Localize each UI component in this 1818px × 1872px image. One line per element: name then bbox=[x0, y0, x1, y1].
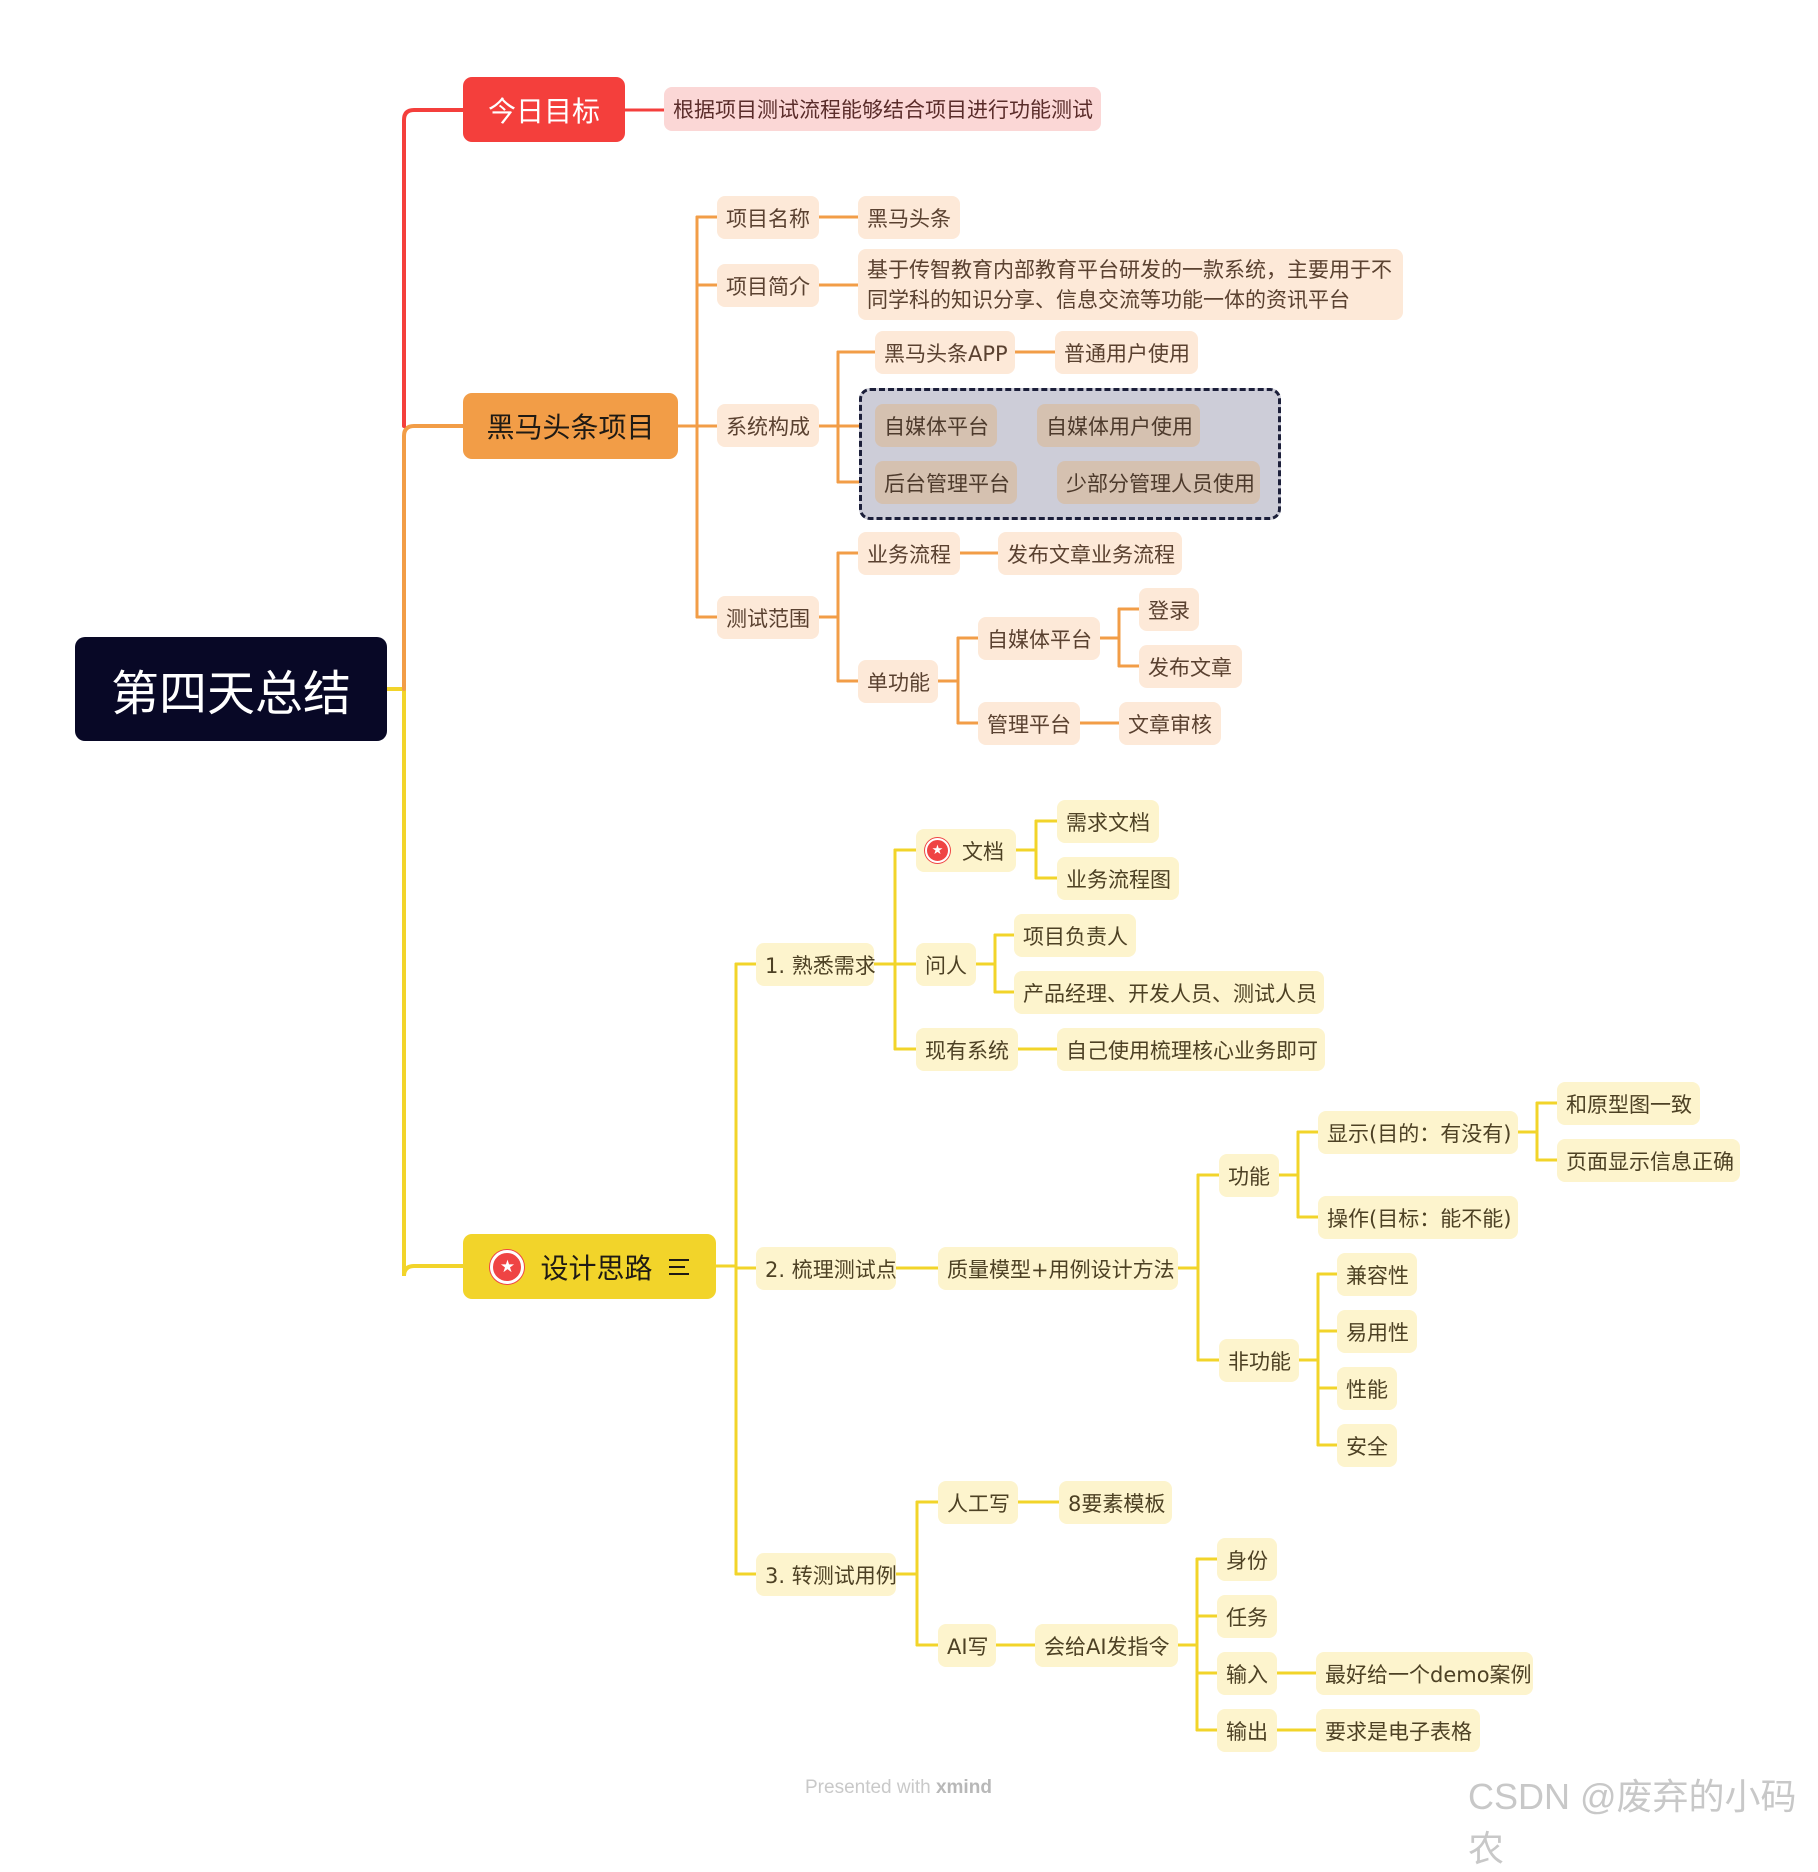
watermark: CSDN @废弃的小码农 bbox=[1468, 1776, 1797, 1869]
nonfunctional-usability[interactable]: 易用性 bbox=[1337, 1310, 1417, 1353]
manual-template[interactable]: 8要素模板 bbox=[1059, 1481, 1172, 1524]
scope-single[interactable]: 单功能 bbox=[858, 660, 938, 703]
display-info[interactable]: 页面显示信息正确 bbox=[1557, 1139, 1740, 1182]
step1-ask[interactable]: 问人 bbox=[916, 943, 976, 986]
goal-link bbox=[402, 108, 465, 428]
docs-requirements[interactable]: 需求文档 bbox=[1057, 800, 1159, 843]
project-link bbox=[402, 424, 465, 691]
system-label[interactable]: 系统构成 bbox=[717, 404, 819, 447]
notes-icon bbox=[668, 1258, 689, 1275]
scope-business[interactable]: 业务流程 bbox=[858, 532, 960, 575]
star-icon: ★ bbox=[490, 1249, 525, 1284]
step3-label[interactable]: 3. 转测试用例 bbox=[756, 1553, 897, 1596]
step1-docs-label: 文档 bbox=[962, 839, 1004, 864]
functional-operate[interactable]: 操作(目标：能不能) bbox=[1318, 1196, 1518, 1239]
ai-output[interactable]: 输出 bbox=[1217, 1709, 1277, 1752]
step1-label[interactable]: 1. 熟悉需求 bbox=[756, 943, 876, 986]
topic-design[interactable]: ★ 设计思路 bbox=[463, 1234, 716, 1299]
credit-brand: xmind bbox=[935, 1777, 992, 1798]
nonfunctional-performance[interactable]: 性能 bbox=[1337, 1367, 1397, 1410]
functional-display[interactable]: 显示(目的：有没有) bbox=[1318, 1111, 1518, 1154]
step2-functional[interactable]: 功能 bbox=[1219, 1154, 1279, 1197]
docs-flowchart[interactable]: 业务流程图 bbox=[1057, 857, 1179, 900]
system-admin-user[interactable]: 少部分管理人员使用 bbox=[1057, 461, 1260, 504]
step3-ai[interactable]: AI写 bbox=[938, 1624, 996, 1667]
ask-owner[interactable]: 项目负责人 bbox=[1014, 914, 1136, 957]
project-name-label[interactable]: 项目名称 bbox=[717, 196, 819, 239]
step2-method[interactable]: 质量模型+用例设计方法 bbox=[938, 1247, 1178, 1290]
step3-manual[interactable]: 人工写 bbox=[938, 1481, 1018, 1524]
single-media-login[interactable]: 登录 bbox=[1139, 588, 1199, 631]
ai-instruction[interactable]: 会给AI发指令 bbox=[1035, 1624, 1178, 1667]
topic-today-goal[interactable]: 今日目标 bbox=[463, 77, 625, 142]
step2-label[interactable]: 2. 梳理测试点 bbox=[756, 1247, 897, 1290]
nonfunctional-security[interactable]: 安全 bbox=[1337, 1424, 1397, 1467]
single-media[interactable]: 自媒体平台 bbox=[978, 617, 1100, 660]
existing-note[interactable]: 自己使用梳理核心业务即可 bbox=[1057, 1028, 1325, 1071]
display-prototype[interactable]: 和原型图一致 bbox=[1557, 1082, 1700, 1125]
ai-input-note[interactable]: 最好给一个demo案例 bbox=[1316, 1652, 1533, 1695]
ask-team[interactable]: 产品经理、开发人员、测试人员 bbox=[1014, 971, 1324, 1014]
goal-item[interactable]: 根据项目测试流程能够结合项目进行功能测试 bbox=[664, 87, 1101, 131]
system-app[interactable]: 黑马头条APP bbox=[875, 331, 1015, 374]
presented-with-credit: Presented with xmind bbox=[805, 1777, 992, 1799]
ai-input[interactable]: 输入 bbox=[1217, 1652, 1277, 1695]
scope-label[interactable]: 测试范围 bbox=[717, 596, 819, 639]
project-name-value[interactable]: 黑马头条 bbox=[858, 196, 960, 239]
system-media[interactable]: 自媒体平台 bbox=[875, 404, 997, 447]
single-admin[interactable]: 管理平台 bbox=[978, 702, 1080, 745]
mind-map-canvas: 第四天总结 今日目标 根据项目测试流程能够结合项目进行功能测试 黑马头条项目 项… bbox=[75, 77, 1797, 1869]
single-media-publish[interactable]: 发布文章 bbox=[1139, 645, 1242, 688]
step1-docs[interactable]: ★ 文档 bbox=[916, 829, 1016, 872]
project-intro-value[interactable]: 基于传智教育内部教育平台研发的一款系统，主要用于不同学科的知识分享、信息交流等功… bbox=[858, 249, 1403, 320]
project-intro-label[interactable]: 项目简介 bbox=[717, 264, 819, 307]
scope-business-flow[interactable]: 发布文章业务流程 bbox=[998, 532, 1182, 575]
star-icon: ★ bbox=[925, 838, 950, 863]
system-app-user[interactable]: 普通用户使用 bbox=[1055, 331, 1198, 374]
topic-project[interactable]: 黑马头条项目 bbox=[463, 393, 678, 459]
ai-task[interactable]: 任务 bbox=[1217, 1595, 1277, 1638]
design-link bbox=[402, 687, 465, 1277]
connector-lines bbox=[385, 108, 1559, 1732]
ai-output-note[interactable]: 要求是电子表格 bbox=[1316, 1709, 1480, 1752]
system-admin[interactable]: 后台管理平台 bbox=[875, 461, 1017, 504]
topic-design-label: 设计思路 bbox=[540, 1251, 653, 1285]
system-media-user[interactable]: 自媒体用户使用 bbox=[1037, 404, 1200, 447]
step2-nonfunctional[interactable]: 非功能 bbox=[1219, 1339, 1299, 1382]
root-topic[interactable]: 第四天总结 bbox=[75, 637, 387, 741]
step1-existing[interactable]: 现有系统 bbox=[916, 1028, 1018, 1071]
nonfunctional-compat[interactable]: 兼容性 bbox=[1337, 1253, 1417, 1296]
ai-identity[interactable]: 身份 bbox=[1217, 1538, 1277, 1581]
single-admin-review[interactable]: 文章审核 bbox=[1119, 702, 1221, 745]
credit-text: Presented with bbox=[805, 1777, 936, 1798]
